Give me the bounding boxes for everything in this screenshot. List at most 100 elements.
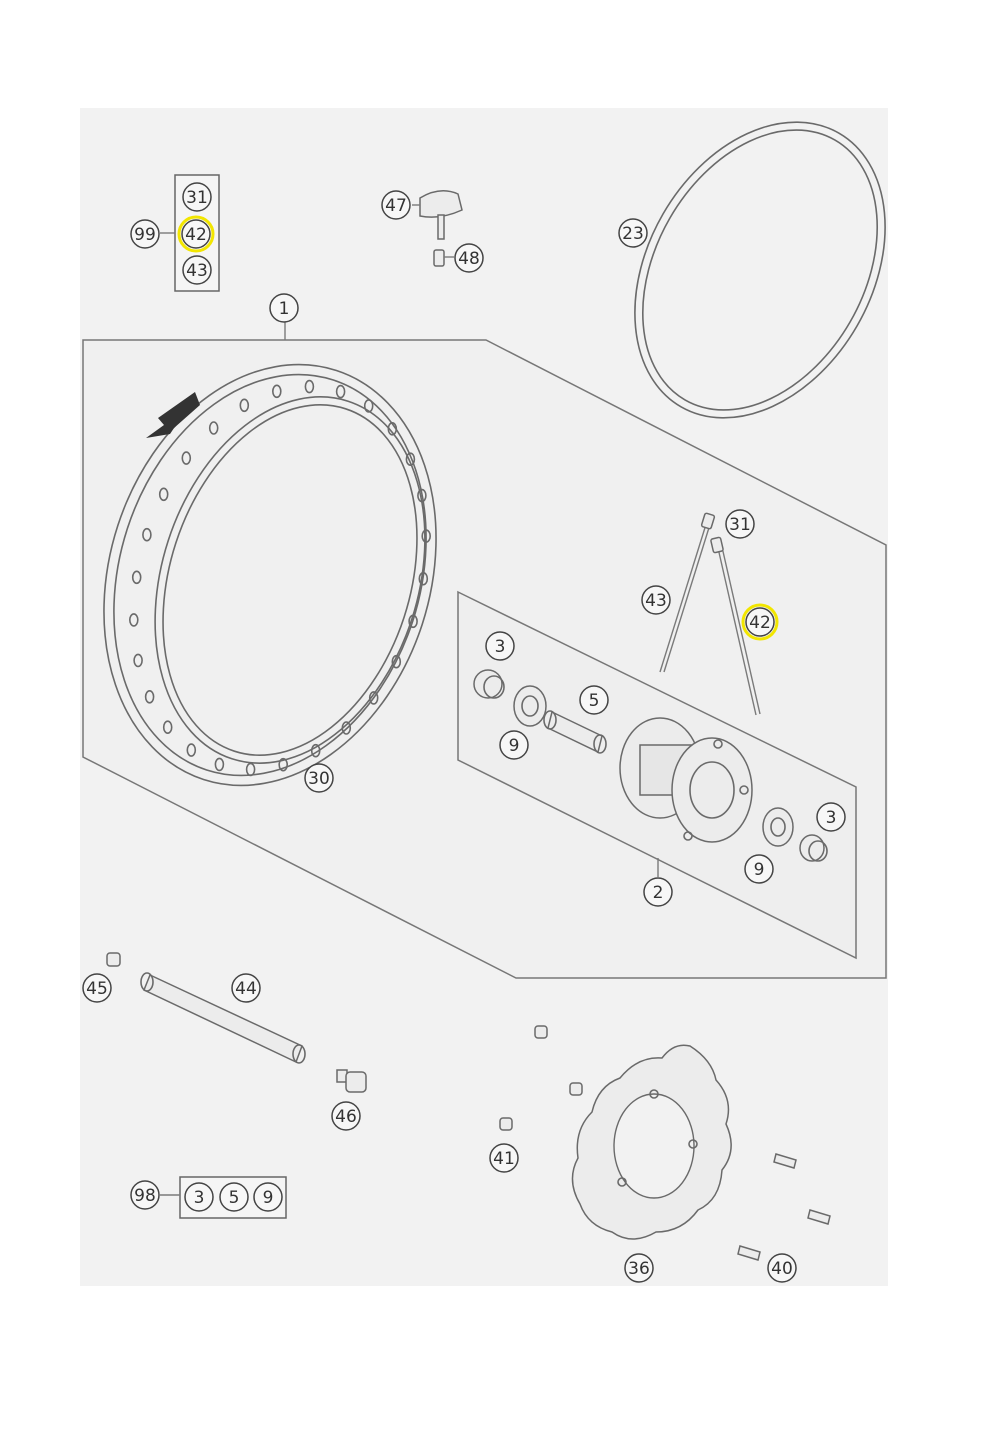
spoke-hole xyxy=(131,570,142,585)
callout-number: 44 xyxy=(235,979,257,999)
callout-circle xyxy=(130,1180,160,1210)
valve-cap-47 xyxy=(419,190,463,240)
callout-number: 98 xyxy=(134,1186,156,1206)
spoke-hole xyxy=(245,762,256,777)
callout-circle xyxy=(624,1253,654,1283)
callout-c46: 46 xyxy=(331,1101,361,1131)
spoke-hole xyxy=(368,691,379,705)
callout-c5: 5 xyxy=(579,685,609,715)
callout-circle xyxy=(331,1101,361,1131)
callout-c44: 44 xyxy=(231,973,261,1003)
callout-c43-spoke: 43 xyxy=(641,585,671,615)
callout-number: 30 xyxy=(308,769,330,789)
callout-c1: 1 xyxy=(269,293,299,323)
callout-number: 40 xyxy=(771,1259,793,1279)
callout-number: 3 xyxy=(194,1188,205,1208)
callout-number: 9 xyxy=(509,736,520,756)
callout-circle xyxy=(489,1143,519,1173)
valve-nut-48 xyxy=(433,249,445,267)
callout-circle xyxy=(641,585,671,615)
callout-number: 47 xyxy=(385,196,407,216)
spoke-hole xyxy=(162,720,173,735)
callout-circle xyxy=(231,973,261,1003)
callout-circle xyxy=(182,255,212,285)
callout-c30: 30 xyxy=(304,763,334,793)
callout-circle xyxy=(219,1182,249,1212)
callout-number: 5 xyxy=(589,691,600,711)
bearing-9-left xyxy=(513,685,547,727)
callout-circle xyxy=(269,293,299,323)
spoke-hole xyxy=(186,743,197,757)
spoke-hole xyxy=(214,757,225,772)
spoke-hole xyxy=(391,654,402,669)
callout-number: 43 xyxy=(645,591,667,611)
spoke-hole xyxy=(181,451,192,465)
spoke-hole xyxy=(363,399,374,413)
highlight-ring xyxy=(741,603,779,641)
callout-circle xyxy=(725,509,755,539)
callout-number: 1 xyxy=(279,299,290,319)
callout-number: 46 xyxy=(335,1107,357,1127)
nuts-41 xyxy=(499,1025,583,1131)
callout-circle xyxy=(184,1182,214,1212)
callout-number: 99 xyxy=(134,225,156,245)
spoke-hole xyxy=(341,721,352,735)
callout-c48: 48 xyxy=(454,243,484,273)
spacer-3-left xyxy=(473,669,505,699)
callout-number: 45 xyxy=(86,979,108,999)
callout-number: 42 xyxy=(749,613,771,633)
callout-c40: 40 xyxy=(767,1253,797,1283)
callout-number: 41 xyxy=(493,1149,515,1169)
callout-c47: 47 xyxy=(381,190,411,220)
callout-c42-spoke: 42 xyxy=(741,603,779,641)
callout-c98: 98 xyxy=(130,1180,160,1210)
spoke-hole xyxy=(405,452,416,467)
callout-circle xyxy=(381,190,411,220)
spoke-hole xyxy=(310,743,321,758)
spoke-hole xyxy=(239,398,250,413)
spoke-hole xyxy=(335,384,346,399)
spoke-hole xyxy=(418,571,429,586)
rim-30 xyxy=(103,363,437,787)
callout-circle xyxy=(579,685,609,715)
callout-c23: 23 xyxy=(618,218,648,248)
callout-number: 3 xyxy=(495,637,506,657)
callout-c36: 36 xyxy=(624,1253,654,1283)
callout-circle xyxy=(485,631,515,661)
spoke-hole xyxy=(271,384,282,399)
axle-44 xyxy=(140,972,306,1064)
spacer-3-right xyxy=(799,834,828,862)
callout-circle xyxy=(643,877,673,907)
spoke-hole xyxy=(144,689,155,704)
callout-c3-kit: 3 xyxy=(184,1182,214,1212)
spoke-hole xyxy=(387,421,398,436)
distance-sleeve-5 xyxy=(543,710,607,754)
spoke-hole xyxy=(142,527,152,542)
callout-c9-kit: 9 xyxy=(253,1182,283,1212)
rim-band-23 xyxy=(634,121,886,419)
spoke-hole xyxy=(129,613,139,627)
callout-circle xyxy=(130,219,160,249)
callout-number: 9 xyxy=(263,1188,274,1208)
callout-number: 31 xyxy=(186,188,208,208)
callout-number: 9 xyxy=(754,860,765,880)
callout-number: 5 xyxy=(229,1188,240,1208)
callout-circle xyxy=(181,219,211,249)
bearing-9-right xyxy=(762,807,794,847)
callout-c99: 99 xyxy=(130,219,160,249)
spoke-hole xyxy=(304,379,315,394)
callout-c43-kit: 43 xyxy=(182,255,212,285)
spoke-hole xyxy=(158,487,169,502)
callout-number: 23 xyxy=(622,224,644,244)
callout-circle xyxy=(499,730,529,760)
callout-c9-right: 9 xyxy=(744,854,774,884)
spoke-hole xyxy=(208,421,219,435)
callout-c5-kit: 5 xyxy=(219,1182,249,1212)
callout-circle xyxy=(253,1182,283,1212)
wheel-hub-2 xyxy=(619,717,753,843)
callout-circle xyxy=(745,607,775,637)
callout-circle xyxy=(182,182,212,212)
